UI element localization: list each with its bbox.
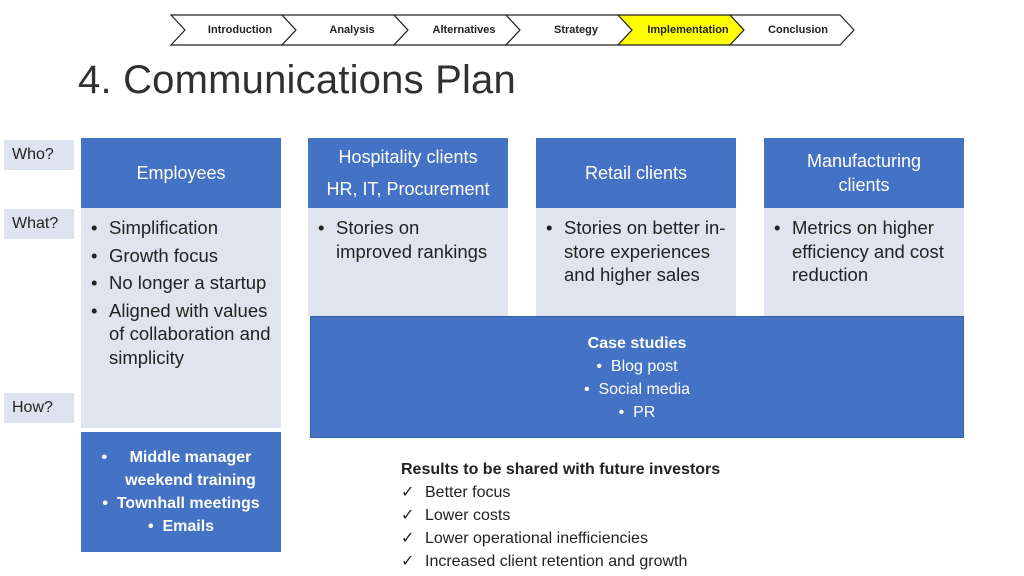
manufacturing-heading: Manufacturing clients <box>764 138 964 208</box>
case-studies-heading: Case studies <box>587 335 687 352</box>
hospitality-column: Hospitality clients HR, IT, Procurement … <box>308 138 508 316</box>
employees-how-box: • Middle manager weekend training • Town… <box>81 432 281 552</box>
what-label: What? <box>4 209 74 239</box>
hospitality-what-panel: Stories on improved rankings <box>308 208 508 316</box>
employees-heading: Employees <box>81 138 281 208</box>
investor-results: Results to be shared with future investo… <box>401 458 720 573</box>
progress-nav: Introduction Analysis Alternatives Strat… <box>169 14 856 46</box>
list-item: Aligned with values of collaboration and… <box>89 299 273 370</box>
nav-step-analysis[interactable] <box>280 14 409 46</box>
list-item: • Emails <box>147 518 215 535</box>
list-item: Growth focus <box>89 244 273 268</box>
list-item: ✓Better focus <box>401 481 720 504</box>
nav-step-implementation[interactable] <box>616 14 745 46</box>
list-item: • Townhall meetings <box>102 495 260 512</box>
list-item: • PR <box>618 404 656 421</box>
retail-heading-text: Retail clients <box>584 163 688 183</box>
nav-step-alternatives[interactable] <box>392 14 521 46</box>
retail-what-panel: Stories on better in-store experiences a… <box>536 208 736 316</box>
employees-heading-text: Employees <box>136 163 226 183</box>
list-item: • Middle manager weekend training <box>101 449 256 489</box>
who-label: Who? <box>4 140 74 170</box>
list-item: Simplification <box>89 216 273 240</box>
retail-column: Retail clients Stories on better in-stor… <box>536 138 736 316</box>
checkmark-icon: ✓ <box>401 553 415 570</box>
checkmark-icon: ✓ <box>401 507 415 524</box>
employees-what-panel: Simplification Growth focus No longer a … <box>81 208 281 428</box>
list-item: Stories on better in-store experiences a… <box>544 216 728 287</box>
nav-step-strategy[interactable] <box>504 14 633 46</box>
retail-heading: Retail clients <box>536 138 736 208</box>
list-item: ✓Lower operational inefficiencies <box>401 527 720 550</box>
list-item: Stories on improved rankings <box>316 216 500 263</box>
employees-column: Employees Simplification Growth focus No… <box>81 138 281 428</box>
list-item: No longer a startup <box>89 271 273 295</box>
manufacturing-heading-text: Manufacturing clients <box>806 151 922 195</box>
progress-nav-shapes <box>169 14 855 46</box>
nav-step-conclusion[interactable] <box>728 14 855 46</box>
page-title: 4. Communications Plan <box>78 58 516 102</box>
checkmark-icon: ✓ <box>401 530 415 547</box>
list-item: ✓Lower costs <box>401 504 720 527</box>
list-item: • Blog post <box>596 358 678 375</box>
how-label: How? <box>4 393 74 423</box>
list-item: • Social media <box>583 381 691 398</box>
manufacturing-column: Manufacturing clients Metrics on higher … <box>764 138 964 316</box>
nav-step-introduction[interactable] <box>169 14 297 46</box>
manufacturing-what-panel: Metrics on higher efficiency and cost re… <box>764 208 964 316</box>
hospitality-heading: Hospitality clients HR, IT, Procurement <box>308 138 508 208</box>
list-item: Metrics on higher efficiency and cost re… <box>772 216 956 287</box>
results-heading: Results to be shared with future investo… <box>401 461 721 478</box>
case-studies-box: Case studies • Blog post • Social media … <box>310 316 964 438</box>
checkmark-icon: ✓ <box>401 484 415 501</box>
hospitality-subheading: HR, IT, Procurement <box>326 179 490 199</box>
hospitality-heading-text: Hospitality clients <box>338 147 478 167</box>
list-item: ✓Increased client retention and growth <box>401 550 720 573</box>
